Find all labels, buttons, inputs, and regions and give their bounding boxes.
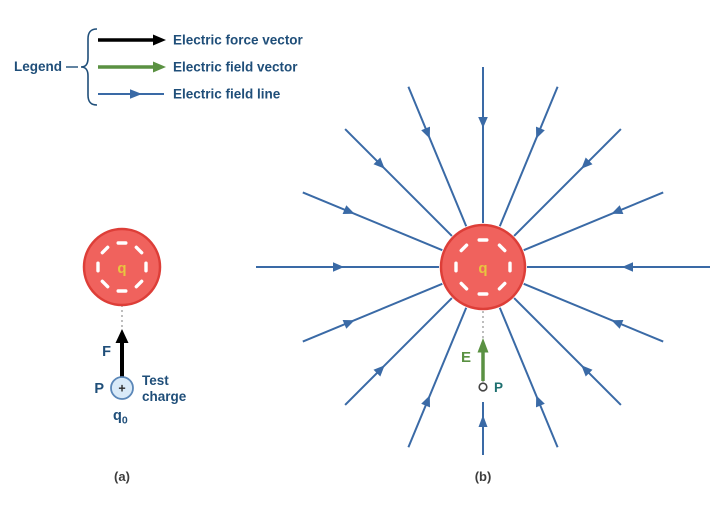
point-p-b-label: P xyxy=(494,380,503,395)
caption-a: (a) xyxy=(114,469,130,484)
charge-a-minus-signs xyxy=(96,241,148,293)
legend-brace xyxy=(80,28,98,106)
field-line xyxy=(302,191,443,252)
test-charge xyxy=(110,376,134,400)
minus-sign xyxy=(459,281,469,291)
field-line-arrowhead-icon xyxy=(373,157,385,169)
field-line xyxy=(407,86,468,227)
caption-b: (b) xyxy=(475,469,492,484)
field-line-arrowhead-icon xyxy=(421,126,430,139)
field-line-arrowhead-icon xyxy=(581,365,593,377)
field-line-arrowhead-icon xyxy=(478,117,488,128)
field-line xyxy=(513,297,622,406)
field-line-arrowhead-icon xyxy=(536,395,545,408)
field-line-arrowhead-icon xyxy=(373,365,385,377)
field-line-arrowhead-icon xyxy=(333,262,344,272)
charge-b-label: q xyxy=(478,260,487,277)
force-arrow-sample-head-icon xyxy=(153,34,166,46)
minus-sign xyxy=(477,238,489,242)
field-line-arrowhead-icon xyxy=(581,157,593,169)
legend-title: Legend xyxy=(14,59,62,74)
field-line xyxy=(498,86,559,227)
charge-b-minus-signs xyxy=(454,238,512,296)
field-line-arrowhead-icon xyxy=(611,320,624,329)
minus-sign xyxy=(134,245,144,255)
field-vector-arrowhead-icon xyxy=(477,338,489,353)
minus-sign xyxy=(459,243,469,253)
field-line-arrowhead-icon xyxy=(421,395,430,408)
legend-item-force-vector: Electric force vector xyxy=(98,33,304,48)
field-line xyxy=(523,191,664,252)
field-line-arrowhead-icon xyxy=(342,320,355,329)
field-line xyxy=(302,282,443,343)
panel-b: q E P (b) xyxy=(256,67,710,484)
legend-item-field-line: Electric field line xyxy=(98,87,281,102)
field-line-arrowhead-icon xyxy=(611,205,624,214)
test-charge-caption-line2: charge xyxy=(142,389,187,404)
point-p-a-label: P xyxy=(94,381,104,397)
test-charge-symbol-base: q xyxy=(113,408,122,424)
field-line xyxy=(513,128,622,237)
field-line xyxy=(407,307,468,448)
field-label: E xyxy=(461,349,471,366)
field-lines xyxy=(256,67,710,448)
field-line-arrowhead-icon xyxy=(622,262,633,272)
field-line-bottom-arrowhead-icon xyxy=(478,415,488,427)
minus-sign xyxy=(144,261,148,273)
field-line xyxy=(523,282,664,343)
minus-sign xyxy=(508,261,512,273)
minus-sign xyxy=(96,261,100,273)
field-line xyxy=(344,297,453,406)
legend-label-field-line: Electric field line xyxy=(173,87,281,102)
minus-sign xyxy=(454,261,458,273)
minus-sign xyxy=(497,243,507,253)
test-charge-plus-sign: + xyxy=(118,382,125,396)
point-p-b-marker xyxy=(478,382,488,392)
field-line-sample-head-icon xyxy=(130,89,142,99)
field-vector-arrow-sample-head-icon xyxy=(153,61,166,73)
charge-a-label: q xyxy=(117,260,126,277)
minus-sign xyxy=(497,281,507,291)
force-label: F xyxy=(102,344,111,360)
field-line xyxy=(498,307,559,448)
minus-sign xyxy=(100,279,110,289)
minus-sign xyxy=(134,279,144,289)
source-charge-b xyxy=(439,223,527,311)
force-arrowhead-icon xyxy=(115,329,129,343)
panel-a: q F + P Test charge q0 (a) xyxy=(82,227,187,484)
minus-sign xyxy=(116,241,128,245)
test-charge-symbol: q0 xyxy=(113,408,128,427)
legend: Legend Electric force vector Electric fi… xyxy=(14,28,304,106)
field-line-arrowhead-icon xyxy=(536,126,545,139)
source-charge-a xyxy=(82,227,162,307)
legend-label-force-vector: Electric force vector xyxy=(173,33,304,48)
minus-sign xyxy=(100,245,110,255)
minus-sign xyxy=(477,292,489,296)
field-line-arrowhead-icon xyxy=(342,205,355,214)
legend-item-field-vector: Electric field vector xyxy=(98,60,298,75)
legend-label-field-vector: Electric field vector xyxy=(173,60,298,75)
minus-sign xyxy=(116,289,128,293)
field-line xyxy=(344,128,453,237)
test-charge-caption-line1: Test xyxy=(142,373,169,388)
test-charge-symbol-subscript: 0 xyxy=(122,415,128,427)
